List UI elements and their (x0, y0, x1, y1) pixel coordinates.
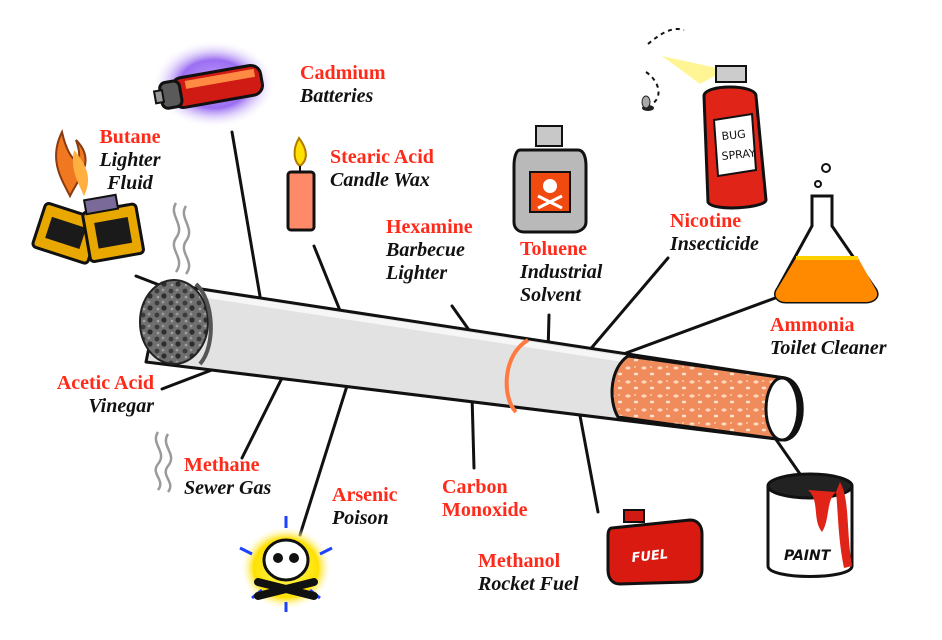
fuel-can-icon: FUEL (606, 509, 704, 586)
common-use: Insecticide (670, 233, 759, 255)
chemical-name: Acetic Acid (56, 372, 154, 394)
skull-crossbones-icon (239, 516, 333, 612)
filter-band (504, 338, 530, 414)
common-use: Industrial (520, 261, 603, 283)
label-arsenic: Arsenic Poison (332, 484, 398, 530)
pointer-line-stearic (312, 244, 345, 320)
filter-end (764, 376, 800, 442)
common-use: Lighter (99, 149, 161, 171)
common-use: Candle Wax (330, 169, 430, 191)
label-methanol: Methanol Rocket Fuel (478, 550, 579, 596)
bug-spray-text-2: SPRAY (721, 146, 757, 163)
label-acetic-acid: Acetic Acid Vinegar (30, 372, 154, 418)
chemical-name: Butane (99, 126, 161, 148)
common-use: Toilet Cleaner (770, 337, 887, 359)
chemical-name: Nicotine (670, 210, 742, 232)
burning-ash (139, 279, 209, 365)
common-use: Fluid (107, 172, 153, 194)
label-methane: Methane Sewer Gas (184, 454, 271, 500)
smoke-icon (154, 202, 191, 493)
label-nicotine: Nicotine Insecticide (670, 210, 759, 256)
chemical-name: Ammonia (770, 314, 855, 336)
chemical-name: Toluene (520, 238, 588, 260)
pointer-line-cadmium (230, 130, 264, 310)
fly-icon (641, 95, 654, 111)
chemical-name: Hexamine (386, 216, 473, 238)
fuel-text: FUEL (631, 547, 669, 566)
common-use: Poison (332, 507, 389, 529)
label-carbon-monoxide: Carbon Monoxide (442, 476, 528, 522)
paint-can-icon: PAINT (766, 472, 854, 578)
ash-edge (194, 282, 213, 366)
chemical-name: Monoxide (442, 499, 528, 521)
chemical-name: Methanol (478, 550, 561, 572)
common-use: Lighter (386, 262, 448, 284)
pointer-line-nicotine (586, 256, 670, 354)
common-use: Sewer Gas (184, 477, 272, 499)
pointer-line-methanol (576, 403, 600, 514)
bug-spray-text-1: BUG (721, 128, 746, 143)
pointer-line-arsenic (298, 368, 354, 537)
battery-icon (152, 40, 276, 128)
common-use: Batteries (300, 85, 374, 107)
chemical-name: Cadmium (300, 62, 386, 84)
cigarette (139, 279, 804, 442)
label-hexamine: Hexamine Barbecue Lighter (386, 216, 473, 285)
chemical-name: Carbon (442, 476, 508, 498)
chemical-name: Methane (184, 454, 260, 476)
flask-icon (774, 163, 879, 304)
candle-icon (286, 136, 316, 232)
label-cadmium: Cadmium Batteries (300, 62, 386, 108)
pointer-line-carbon (470, 393, 476, 470)
lighter-icon (31, 129, 145, 265)
pointer-lines (134, 130, 802, 537)
bug-spray-icon: BUG SPRAY (641, 28, 768, 210)
label-stearic-acid: Stearic Acid Candle Wax (330, 146, 434, 192)
common-use: Vinegar (88, 395, 154, 417)
common-use: Barbecue (386, 239, 465, 261)
label-toluene: Toluene Industrial Solvent (520, 238, 602, 307)
common-use: Rocket Fuel (478, 573, 579, 595)
solvent-bottle-icon (512, 125, 588, 234)
label-butane: Butane Lighter Fluid (92, 126, 168, 195)
chemical-name: Stearic Acid (330, 146, 434, 168)
pointer-line-ammonia (616, 295, 780, 358)
paint-text: PAINT (784, 548, 832, 564)
common-use: Solvent (520, 284, 582, 306)
chemical-name: Arsenic (332, 484, 398, 506)
label-ammonia: Ammonia Toilet Cleaner (770, 314, 886, 360)
